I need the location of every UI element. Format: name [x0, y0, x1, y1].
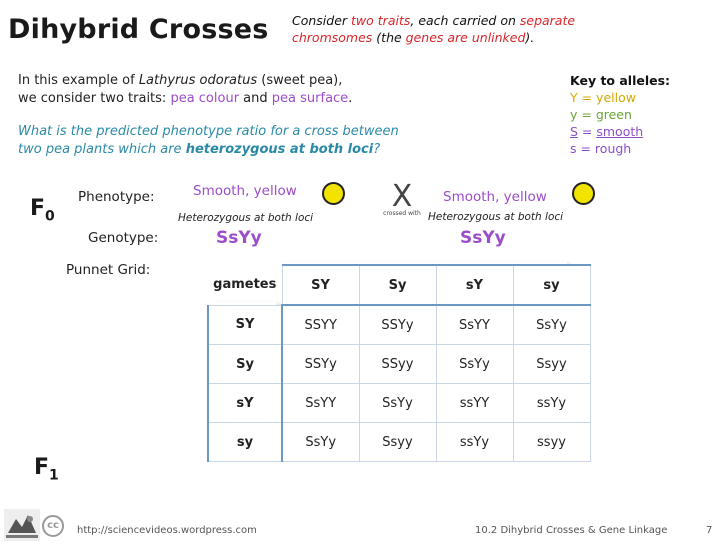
offspring-genotype: SsYY [281, 383, 360, 423]
offspring-genotype: Ssyy [512, 344, 591, 384]
parent1-note: Heterozygous at both loci [178, 212, 314, 224]
offspring-genotype: ssYy [512, 383, 591, 423]
page-number: 7 [706, 525, 713, 536]
row-gamete: Sy [207, 344, 283, 384]
row-gamete: sY [207, 383, 283, 423]
allele-key: Key to alleles: Y = yellow y = green S =… [570, 72, 670, 157]
grid-row: Sy SSYy SSyy SsYy Ssyy [207, 344, 591, 384]
offspring-genotype: ssyy [512, 422, 591, 462]
question-text: What is the predicted phenotype ratio fo… [18, 124, 399, 157]
key-rough: s = rough [570, 141, 632, 156]
offspring-genotype: SsYy [358, 383, 437, 423]
cross-symbol: X crossed with [376, 179, 428, 218]
f1-label: F1 [34, 455, 59, 484]
phenotype-label: Phenotype: [78, 189, 155, 205]
offspring-genotype: SsYy [281, 422, 360, 462]
footer-url[interactable]: http://sciencevideos.wordpress.com [77, 525, 257, 536]
parent1-genotype: SsYy [216, 228, 262, 248]
grid-row: sy SsYy Ssyy ssYy ssyy [207, 422, 591, 462]
key-yellow: Y = yellow [570, 90, 636, 105]
column-gamete: Sy [358, 264, 436, 306]
parent2-phenotype: Smooth, yellow [443, 189, 547, 205]
column-gamete: sY [435, 264, 513, 306]
yellow-pea-icon [322, 182, 345, 205]
offspring-genotype: Ssyy [358, 422, 437, 462]
offspring-genotype: SsYY [435, 304, 514, 345]
punnet-grid-label: Punnet Grid: [66, 262, 151, 278]
yellow-pea-icon [572, 182, 595, 205]
offspring-genotype: ssYY [435, 383, 514, 423]
creative-commons-icon: cc [42, 515, 64, 537]
f0-label: F0 [30, 196, 55, 225]
offspring-genotype: SSYy [281, 344, 360, 384]
consider-note: Consider two traits, each carried on sep… [292, 13, 576, 45]
key-green: y = green [570, 107, 632, 122]
offspring-genotype: SsYy [435, 344, 514, 384]
science-videos-logo [4, 509, 40, 541]
punnett-grid: gametes SY Sy sY sy SY SSYY SSYy SsYY Ss… [207, 264, 591, 462]
column-gamete: SY [281, 264, 359, 306]
footer-section: 10.2 Dihybrid Crosses & Gene Linkage [475, 525, 668, 536]
parent2-genotype: SsYy [460, 228, 506, 248]
column-gamete: sy [512, 264, 591, 306]
grid-header-row: gametes SY Sy sY sy [208, 264, 591, 306]
offspring-genotype: SSYy [358, 304, 437, 345]
key-heading: Key to alleles: [570, 73, 671, 88]
key-smooth: S = smooth [570, 124, 644, 139]
grid-row: SY SSYY SSYy SsYY SsYy [207, 304, 591, 345]
cross-x-icon: X [391, 179, 413, 214]
row-gamete: sy [207, 422, 283, 462]
offspring-genotype: ssYy [435, 422, 514, 462]
parent1-phenotype: Smooth, yellow [193, 183, 297, 199]
grid-row: sY SsYY SsYy ssYY ssYy [207, 383, 591, 423]
offspring-genotype: SSyy [358, 344, 437, 384]
crossed-with-label: crossed with [383, 210, 421, 217]
offspring-genotype: SsYy [512, 304, 591, 345]
row-gamete: SY [207, 304, 283, 345]
gametes-label: gametes [213, 277, 277, 293]
genotype-label: Genotype: [88, 230, 159, 246]
intro-text: In this example of Lathyrus odoratus (sw… [18, 73, 353, 106]
page-title: Dihybrid Crosses [8, 14, 269, 45]
offspring-genotype: SSYY [281, 304, 360, 345]
parent2-note: Heterozygous at both loci [428, 211, 564, 223]
